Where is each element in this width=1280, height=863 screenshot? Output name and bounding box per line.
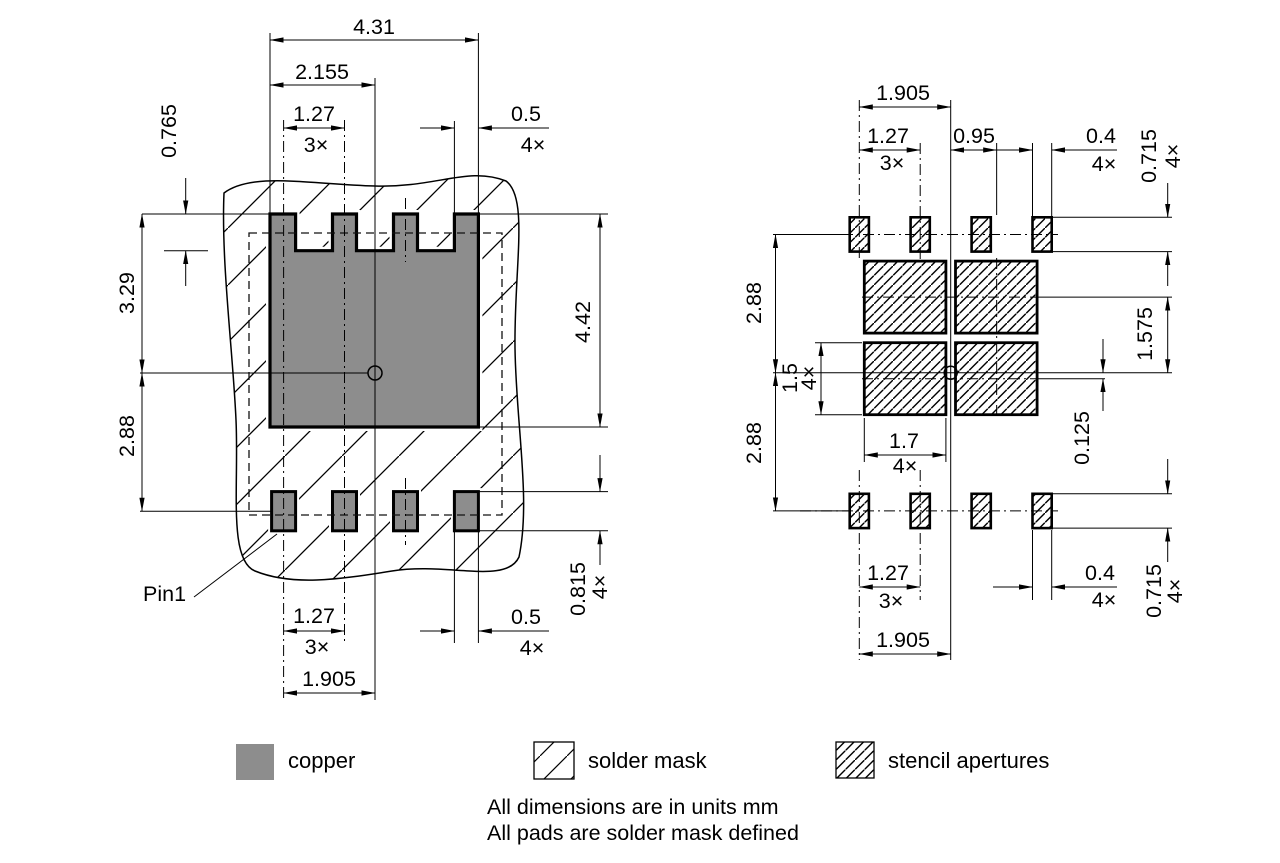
dim-upper-row-label: 2.88 — [742, 282, 766, 324]
left-dimensions — [139, 37, 603, 696]
dim-notch-depth-label: 0.765 — [157, 104, 181, 158]
dim-top-to-center-label: 3.29 — [115, 272, 139, 314]
dim-thermal-width-label: 1.7 — [889, 429, 919, 453]
dim-row-offset-top-label: 1.575 — [1133, 307, 1157, 361]
dim-pin-height-label: 0.815 — [566, 562, 590, 616]
dim-ap-width-bottom-label: 0.4 — [1085, 561, 1115, 585]
dim-stencil-pitch-top-label: 1.27 — [867, 124, 909, 148]
pin1-label: Pin1 — [143, 582, 186, 606]
legend: copper solder mask stencil apertures — [236, 741, 1049, 780]
dim-col-offset-label: 0.95 — [953, 124, 995, 148]
dim-ap-height-bottom-count: 4× — [1163, 579, 1187, 604]
dim-pitch-bottom-label: 1.27 — [293, 604, 335, 628]
dim-lower-row-label: 2.88 — [742, 422, 766, 464]
dim-pitch-top-label: 1.27 — [293, 102, 335, 126]
dim-stencil-center-bottom-label: 1.905 — [876, 628, 930, 652]
dim-stencil-pitch-bottom-count: 3× — [879, 589, 904, 613]
legend-swatch-solder-mask — [533, 741, 575, 780]
legend-label-stencil: stencil apertures — [888, 748, 1049, 773]
dim-thermal-height-label: 1.5 — [778, 363, 802, 393]
package-outline-dashed — [248, 232, 503, 516]
dim-tab-width-label: 0.5 — [511, 102, 541, 126]
dim-stencil-center-top-label: 1.905 — [876, 81, 930, 105]
dim-pin-height-count: 4× — [588, 575, 612, 600]
right-dimensions — [772, 104, 1171, 657]
legend-label-copper: copper — [288, 748, 355, 773]
left-extension-lines — [140, 33, 608, 700]
dim-stencil-pitch-bottom-label: 1.27 — [867, 561, 909, 585]
dim-stencil-pitch-top-count: 3× — [880, 151, 905, 175]
dim-ap-width-top-label: 0.4 — [1086, 124, 1116, 148]
left-figure: 4.31 2.155 1.27 3× 0.5 4× 0.765 3.29 2.8… — [115, 15, 612, 702]
dim-pad-height-label: 4.42 — [571, 301, 595, 343]
dim-ap-height-top-count: 4× — [1161, 144, 1185, 169]
dim-ap-height-top-label: 0.715 — [1137, 129, 1161, 183]
dim-thermal-width-count: 4× — [893, 454, 918, 478]
legend-swatch-copper — [236, 744, 274, 780]
dim-tab-width-count: 4× — [521, 133, 546, 157]
stencil-center-mark — [943, 365, 958, 380]
dim-ap-width-bottom-count: 4× — [1092, 588, 1117, 612]
note-mask-defined: All pads are solder mask defined — [487, 821, 799, 845]
notes: All dimensions are in units mm All pads … — [487, 795, 799, 845]
left-center-lines — [283, 120, 406, 702]
center-mark — [367, 365, 383, 381]
dim-pin-width-label: 0.5 — [511, 605, 541, 629]
dim-thermal-height-count: 4× — [797, 366, 821, 391]
legend-label-solder-mask: solder mask — [588, 748, 708, 773]
dim-pitch-top-count: 3× — [304, 133, 329, 157]
dim-ap-height-bottom-label: 0.715 — [1142, 564, 1166, 618]
note-units: All dimensions are in units mm — [487, 795, 779, 819]
dim-pitch-bottom-count: 3× — [305, 635, 330, 659]
copper-pin-pad-4 — [452, 490, 480, 533]
dim-row-offset-bottom-label: 0.125 — [1070, 411, 1094, 465]
dim-pin1-to-center-label: 1.905 — [302, 667, 356, 691]
dim-overall-width-label: 4.31 — [353, 15, 395, 39]
dim-center-offset-label: 2.155 — [295, 60, 349, 84]
dim-pin-width-count: 4× — [520, 636, 545, 660]
copper-thermal-pad — [268, 212, 480, 429]
dim-center-to-pins-label: 2.88 — [115, 415, 139, 457]
right-figure: 1.905 1.27 3× 0.95 0.4 4× 0.715 4× 2.88 … — [742, 81, 1187, 660]
dim-ap-width-top-count: 4× — [1092, 152, 1117, 176]
legend-swatch-stencil — [835, 741, 875, 779]
